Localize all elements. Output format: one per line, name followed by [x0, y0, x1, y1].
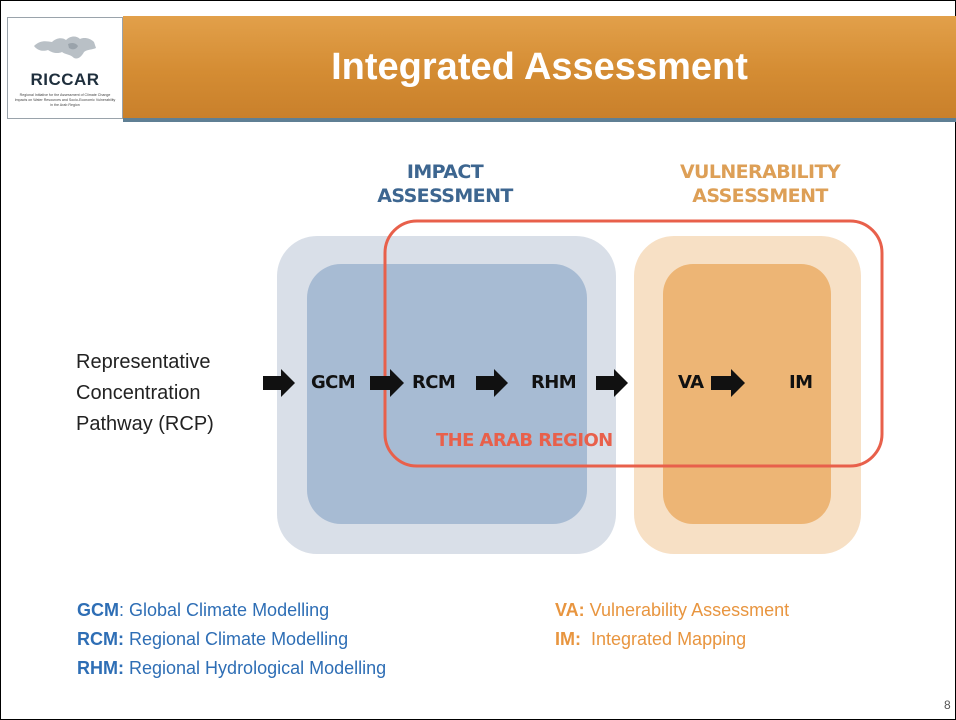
node-rhm: RHM	[531, 372, 577, 393]
legend-item-rhm: RHM: Regional Hydrological Modelling	[77, 658, 387, 678]
node-rcm: RCM	[412, 372, 456, 393]
arab-region-outline	[383, 219, 884, 468]
legend-item-gcm: GCM: Global Climate Modelling	[77, 600, 330, 620]
node-gcm: GCM	[311, 372, 356, 393]
arab-region-label: THE ARAB REGION	[436, 430, 613, 451]
arrow-rcm-rhm	[476, 369, 508, 397]
arrow-va-im	[711, 369, 745, 397]
logo-tagline: Regional Initiative for the Assessment o…	[14, 93, 116, 107]
page-number: 8	[944, 698, 951, 712]
arab-region-map-icon	[34, 36, 96, 59]
impact-inner-box	[307, 264, 587, 524]
rcp-input-label: Representative Concentration Pathway (RC…	[76, 351, 214, 435]
vulnerability-assessment-heading: VULNERABILITY ASSESSMENT	[679, 161, 841, 207]
node-im: IM	[789, 372, 813, 393]
impact-assessment-heading: IMPACT ASSESSMENT	[377, 161, 513, 207]
vuln-inner-box	[663, 264, 831, 524]
legend-item-va: VA: Vulnerability Assessment	[555, 600, 790, 620]
arrow-rcp-gcm	[263, 369, 295, 397]
arrow-gcm-rcm	[370, 369, 404, 397]
logo-name: RICCAR	[30, 70, 100, 89]
slide-title: Integrated Assessment	[331, 46, 748, 88]
arrow-rhm-va	[596, 369, 628, 397]
riccar-logo: RICCAR Regional Initiative for the Asses…	[7, 17, 123, 119]
title-underline	[123, 118, 956, 122]
title-bar	[123, 16, 956, 118]
legend-item-rcm: RCM: Regional Climate Modelling	[77, 629, 349, 649]
node-va: VA	[678, 372, 704, 393]
legend-item-im: IM: Integrated Mapping	[555, 629, 747, 649]
